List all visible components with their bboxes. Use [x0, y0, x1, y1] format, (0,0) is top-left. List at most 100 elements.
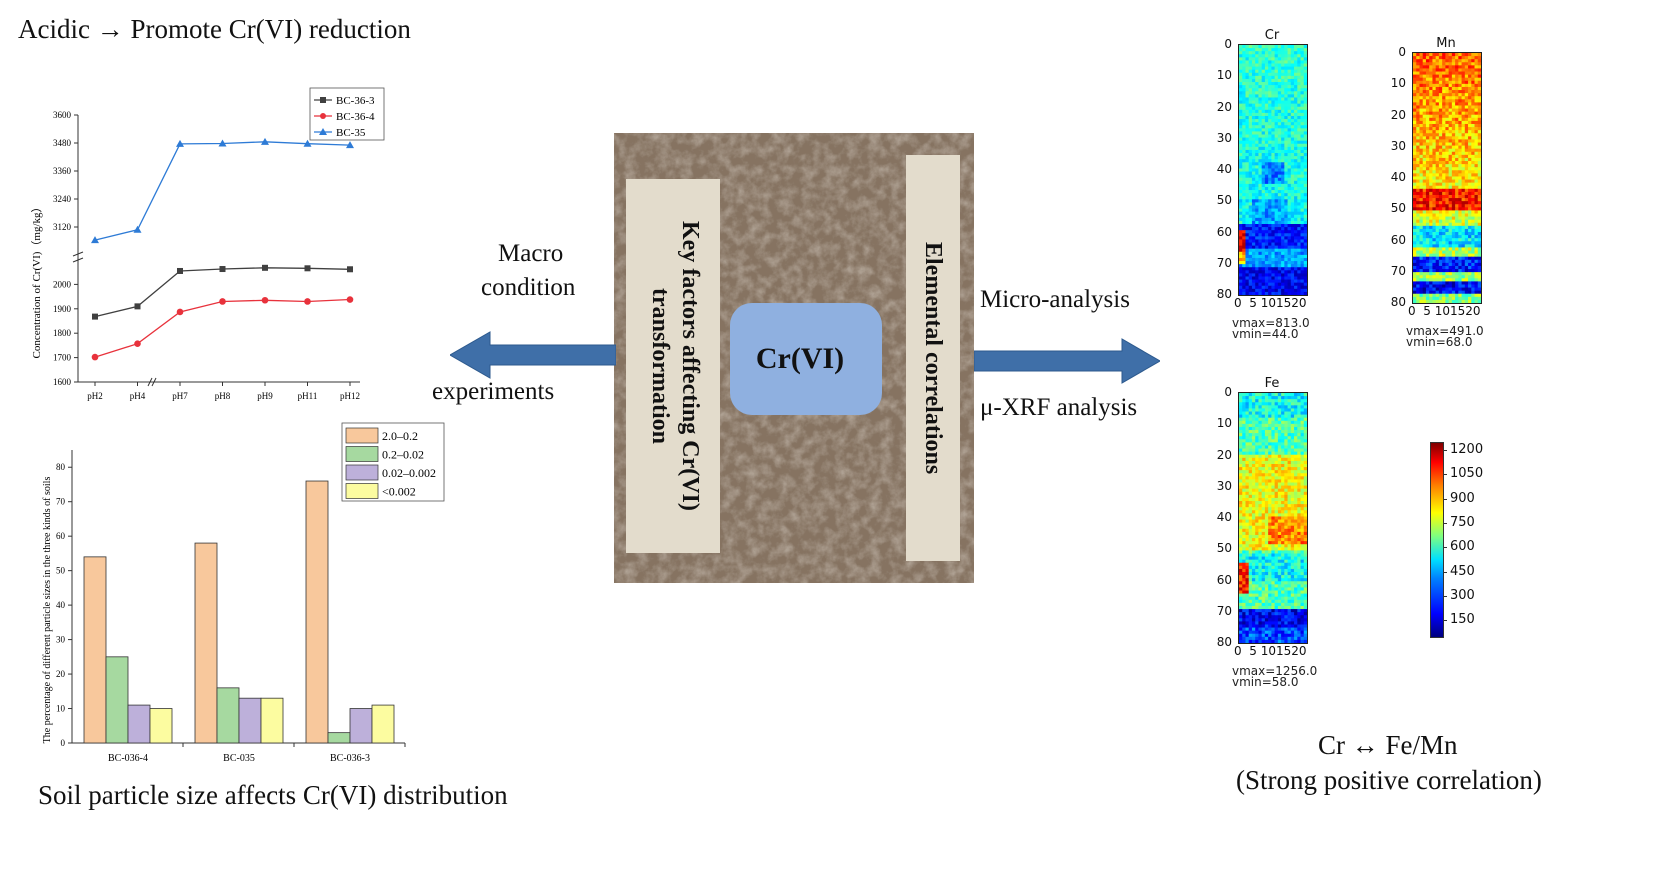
legend-label: 0.02–0.002	[382, 466, 436, 480]
map-y-tick-label: 30	[1216, 478, 1232, 493]
map-y-tick-label: 30	[1216, 130, 1232, 145]
map-y-tick-label: 60	[1216, 572, 1232, 587]
legend-marker	[320, 113, 326, 119]
line-chart-x-tick-label: pH9	[257, 391, 273, 401]
data-point	[92, 313, 98, 320]
line-chart-y-tick-label: 3480	[53, 138, 72, 148]
line-chart-x-tick-label: pH7	[172, 391, 188, 401]
line-chart-y-tick-label: 3360	[53, 166, 72, 176]
bar-chart-x-tick-label: BC-036-4	[108, 753, 148, 764]
bar	[305, 480, 329, 744]
data-point	[177, 267, 183, 274]
map-y-tick-label: 30	[1390, 138, 1406, 153]
map-vmin: vmin=58.0	[1232, 675, 1299, 689]
colorbar-tick-label: 600	[1450, 539, 1475, 555]
x-axis-break-mark	[151, 377, 157, 387]
data-point	[261, 296, 269, 304]
ph-line-chart: Concentration of Cr(VI)（mg/kg） 160017001…	[30, 87, 385, 401]
series-line-bc-35	[94, 141, 351, 241]
line-chart-x-tick-label: pH8	[215, 391, 231, 401]
data-point	[91, 353, 99, 361]
map-y-tick-label: 0	[1398, 45, 1406, 59]
bar-chart-y-tick-label: 30	[56, 635, 66, 645]
bar	[327, 732, 351, 744]
map-y-tick-label: 20	[1390, 107, 1406, 122]
line-chart-y-tick-label: 1600	[53, 377, 72, 387]
elemental-correlations-label: Elemental correlations	[920, 241, 946, 475]
colorbar-tick	[1443, 620, 1447, 622]
legend-marker	[319, 128, 327, 135]
line-chart-y-tick-label: 1800	[53, 328, 72, 338]
colorbar-tick-label: 900	[1450, 490, 1475, 506]
map-y-tick-label: 0	[1224, 37, 1232, 51]
line-chart-x-tick-label: pH2	[87, 391, 103, 401]
data-point	[133, 225, 142, 233]
line-chart-y-tick-label: 2000	[53, 279, 72, 289]
legend-label: BC-36-3	[336, 95, 375, 107]
map-y-tick-label: 50	[1390, 201, 1406, 216]
colorbar-tick-label: 750	[1450, 514, 1475, 530]
bar	[194, 542, 218, 744]
line-chart-y-tick-label: 3600	[53, 110, 72, 120]
data-point	[176, 139, 184, 147]
map-y-tick-label: 80	[1216, 635, 1232, 649]
condition-label: condition	[481, 274, 576, 301]
particle-size-bar-chart: The percentage of different particle siz…	[42, 422, 445, 764]
key-factors-label: Key factors affecting Cr(VI) transformat…	[647, 221, 703, 511]
map-y-tick-label: 40	[1390, 170, 1406, 184]
bar-chart-y-axis-label: The percentage of different particle siz…	[42, 477, 53, 744]
data-point	[346, 141, 354, 149]
cr-vi-label: Cr(VI)	[755, 342, 845, 375]
bar-chart-x-tick-label: BC-035	[223, 753, 255, 764]
colorbar-tick	[1443, 571, 1447, 573]
map-y-tick-label: 10	[1216, 416, 1232, 431]
colorbar-tick	[1443, 547, 1447, 549]
bar	[349, 708, 373, 744]
cr-vi-core: Cr(VI)	[730, 303, 882, 415]
map-y-tick-label: 10	[1216, 68, 1232, 83]
legend-swatch	[345, 427, 379, 444]
map-y-tick-label: 10	[1390, 76, 1406, 91]
line-chart-x-tick-label: pH11	[298, 391, 318, 401]
colorbar-tick	[1443, 450, 1447, 451]
map-vmin: vmin=44.0	[1232, 327, 1299, 341]
bar	[371, 704, 395, 744]
map-y-tick-label: 50	[1216, 193, 1232, 208]
bar	[216, 687, 240, 744]
colorbar-tick	[1443, 522, 1447, 524]
micro-analysis-label: Micro-analysis	[980, 286, 1130, 313]
bar	[260, 697, 284, 744]
bar	[238, 697, 262, 744]
map-y-tick-label: 40	[1216, 162, 1232, 176]
data-point	[303, 139, 312, 147]
bar-chart-y-tick-label: 80	[56, 462, 66, 472]
map-y-tick-label: 20	[1216, 447, 1232, 462]
series-line-bc-36-4	[94, 298, 351, 358]
data-point	[304, 265, 311, 272]
colorbar-tick	[1443, 498, 1447, 500]
experiments-label: experiments	[432, 378, 555, 405]
mu-xrf-label: μ-XRF analysis	[980, 394, 1138, 421]
line-chart-y-tick-label: 1900	[53, 304, 72, 314]
bar-chart-y-tick-label: 0	[61, 738, 66, 748]
bar-chart-y-tick-label: 20	[56, 669, 66, 679]
legend-label: 0.2–0.02	[382, 448, 424, 462]
colorbar-tick-label: 1200	[1450, 442, 1484, 457]
caption-strong-correlation: (Strong positive correlation)	[1236, 765, 1542, 795]
data-point	[218, 139, 227, 147]
caption-particle-size: Soil particle size affects Cr(VI) distri…	[38, 780, 508, 810]
map-vmax: vmax=1256.0	[1232, 664, 1318, 678]
caption-acidic: Acidic → Promote Cr(VI) reduction	[18, 14, 411, 44]
legend-swatch	[345, 446, 379, 462]
map-title: Cr	[1264, 28, 1280, 43]
map-y-tick-label: 70	[1216, 255, 1232, 270]
x-axis-break-mark	[147, 377, 153, 387]
map-x-tick-labels: 0 5 101520	[1234, 296, 1307, 310]
map-y-tick-label: 60	[1216, 224, 1232, 239]
map-heatmap	[1238, 392, 1308, 644]
line-chart-y-axis-label: Concentration of Cr(VI)（mg/kg）	[30, 201, 43, 358]
map-vmin: vmin=68.0	[1406, 335, 1473, 349]
map-y-tick-label: 50	[1216, 541, 1232, 556]
